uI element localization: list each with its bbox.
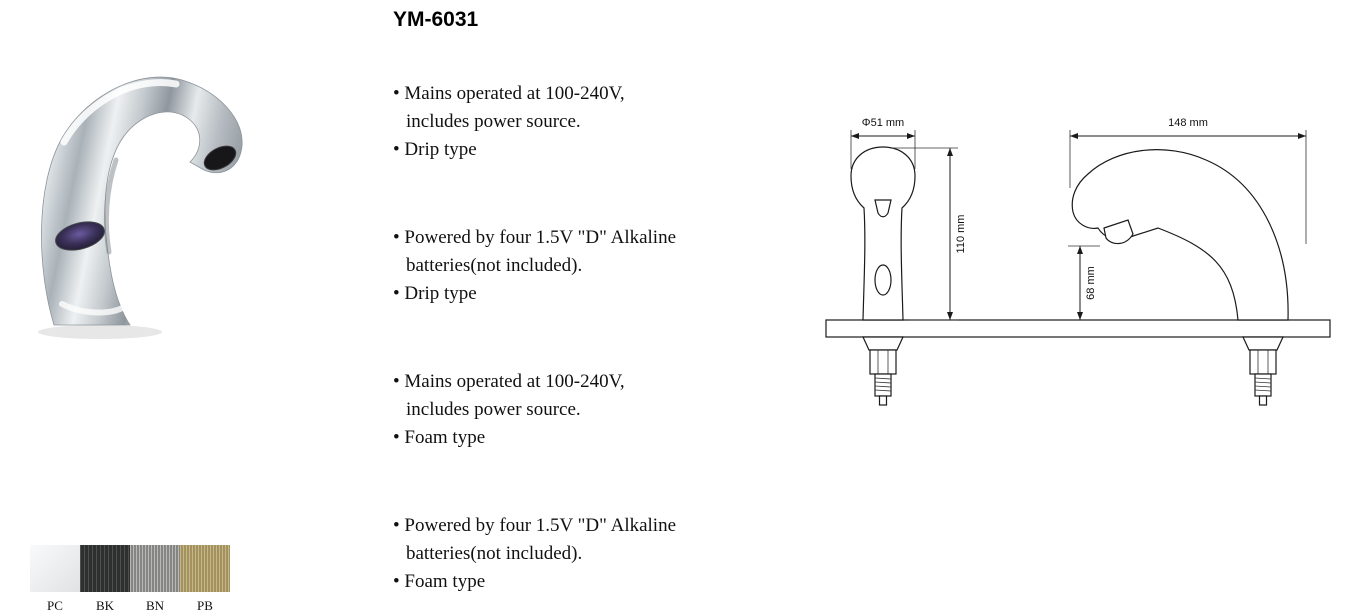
dimension-diameter: Φ51 mm [850, 117, 916, 169]
spec-line: includes power source. [406, 111, 581, 132]
body-highlight [60, 79, 180, 146]
finish-options: PC BK BN PB [30, 545, 230, 614]
swatch-bn [130, 545, 180, 592]
body-reflection [103, 157, 119, 255]
faucet-photo-illustration [38, 76, 243, 339]
dim-label-height-spout: 68 mm [1085, 266, 1097, 300]
swatch-bk [80, 545, 130, 592]
side-body [1071, 149, 1289, 321]
dim-label-length: 148 mm [1168, 117, 1208, 129]
spec-line: • Powered by four 1.5V "D" Alkaline [393, 515, 677, 536]
front-view [850, 146, 916, 321]
spec-group-2: • Powered by four 1.5V "D" Alkaline batt… [393, 224, 813, 308]
swatch-pc [30, 545, 80, 592]
mounting-shank-right [1242, 336, 1284, 406]
spout-opening [203, 145, 237, 171]
spec-line: • Powered by four 1.5V "D" Alkaline [393, 227, 677, 248]
spec-group-1: • Mains operated at 100-240V, includes p… [393, 80, 813, 164]
spec-line: includes power source. [406, 399, 581, 420]
dimension-drawing: Φ51 mm 110 mm 148 mm 68 mm [825, 117, 1331, 406]
spec-line: • Drip type [393, 139, 477, 160]
spec-line: • Mains operated at 100-240V, [393, 83, 625, 104]
technical-drawing: Φ51 mm 110 mm 148 mm 68 mm [818, 96, 1338, 416]
spec-content: YM-6031 • Mains operated at 100-240V, in… [393, 8, 813, 614]
dimension-length: 148 mm [1069, 117, 1307, 244]
spec-line: • Drip type [393, 283, 477, 304]
front-sensor-slot [874, 264, 892, 296]
swatch-label-pc: PC [47, 598, 63, 613]
spec-line: • Foam type [393, 427, 486, 448]
counter-deck [825, 319, 1331, 338]
swatch-labels: PC BK BN PB [30, 592, 230, 614]
spec-group-4: • Powered by four 1.5V "D" Alkaline batt… [393, 512, 813, 596]
side-spout-nub [1103, 219, 1134, 245]
spec-group-3: • Mains operated at 100-240V, includes p… [393, 368, 813, 452]
spec-line: batteries(not included). [406, 255, 583, 276]
front-spout-nub [874, 199, 892, 218]
swatch-pb [180, 545, 230, 592]
swatch-label-bn: BN [145, 598, 165, 613]
swatch-label-bk: BK [95, 598, 115, 613]
product-photo [22, 38, 260, 343]
swatch-label-pb: PB [197, 598, 213, 613]
spec-line: batteries(not included). [406, 543, 583, 564]
dimension-height-total: 110 mm [890, 147, 967, 321]
dim-label-height-total: 110 mm [955, 215, 967, 254]
dim-label-diameter: Φ51 mm [862, 117, 904, 129]
front-body [850, 146, 916, 321]
spec-line: • Foam type [393, 571, 486, 592]
base-highlight [59, 301, 129, 316]
photo-shadow [38, 325, 162, 339]
sensor-window [55, 221, 105, 251]
spec-line: • Mains operated at 100-240V, [393, 371, 625, 392]
dimension-height-spout: 68 mm [1068, 245, 1100, 320]
faucet-body [41, 76, 243, 326]
swatch-row [30, 545, 230, 592]
page-title: YM-6031 [393, 8, 479, 31]
mounting-shank-left [862, 336, 904, 406]
side-view [1071, 149, 1289, 321]
